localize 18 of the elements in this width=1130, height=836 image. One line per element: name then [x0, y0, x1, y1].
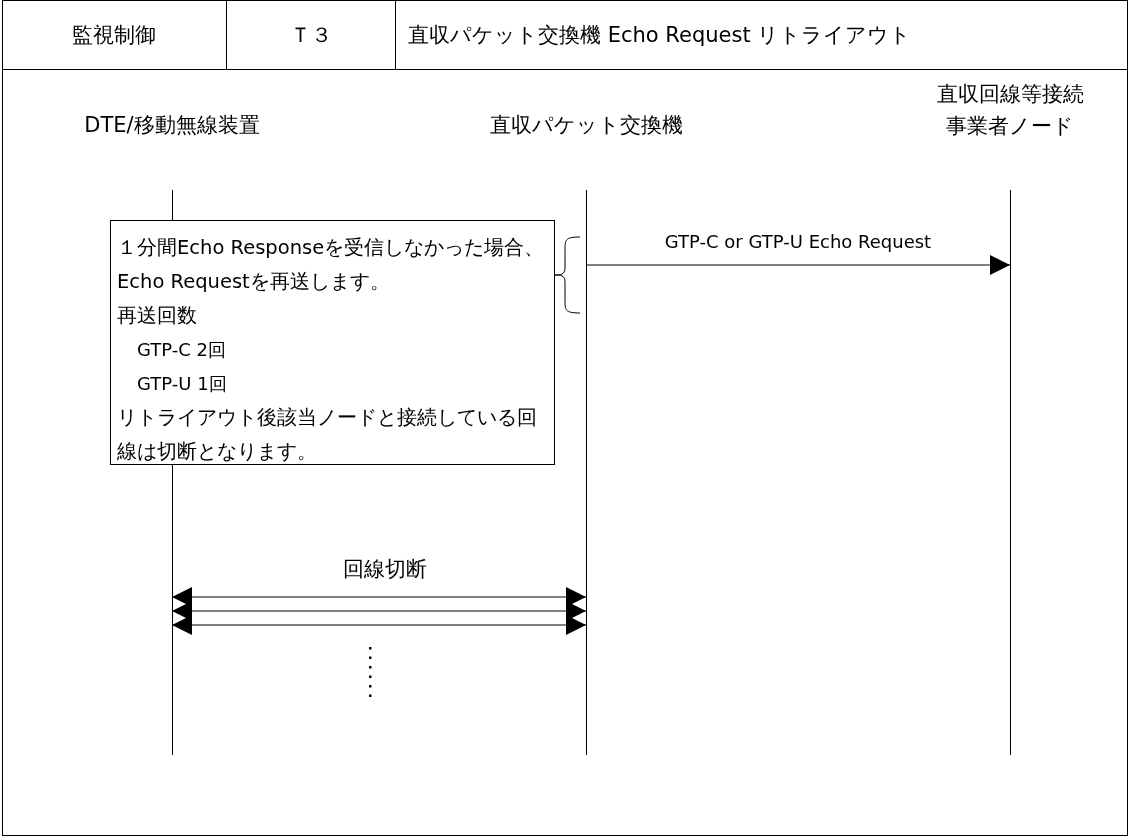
edge-label: 回線切断: [341, 555, 429, 583]
arrow: [171, 587, 587, 607]
note-text: 再送回数: [117, 303, 198, 329]
header-cell: Ｔ３: [227, 0, 396, 70]
header-cell: 監視制御: [2, 0, 227, 70]
participant-label: 直収パケット交換機: [489, 112, 683, 139]
note-box: [110, 220, 555, 465]
arrow: [585, 255, 1011, 275]
participant-label: DTE/移動無線装置: [84, 112, 260, 139]
header-cell: 直収パケット交換機 Echo Request リトライアウト: [396, 0, 1128, 70]
edge-label: GTP-C or GTP-U Echo Request: [662, 231, 934, 252]
note-text: GTP-C 2回: [136, 338, 227, 362]
arrow: [171, 615, 587, 635]
arrow: [171, 601, 587, 621]
note-text: リトライアウト後該当ノードと接続している回線は切断となります。: [117, 405, 538, 465]
note-text: １分間Echo Responseを受信しなかった場合、Echo Requestを再送します。: [117, 235, 546, 295]
note-text: GTP-U 1回: [136, 372, 228, 396]
participant-label: 直収回線等接続事業者ノード: [935, 81, 1085, 140]
